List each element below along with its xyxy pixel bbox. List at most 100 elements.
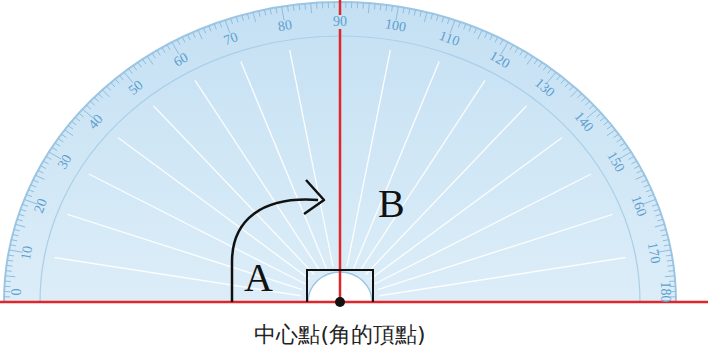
- tick-mark: [214, 24, 216, 30]
- tick-mark: [316, 3, 317, 9]
- tick-mark: [10, 245, 16, 246]
- degree-ray: [360, 80, 485, 271]
- tick-mark: [147, 56, 153, 64]
- tick-mark: [666, 255, 672, 257]
- tick-mark: [65, 130, 73, 136]
- tick-mark: [6, 270, 12, 272]
- tick-mark: [102, 90, 109, 97]
- tick-mark: [19, 214, 25, 216]
- tick-mark: [623, 147, 628, 150]
- tick-mark: [38, 170, 43, 173]
- tick-mark: [242, 15, 244, 21]
- tick-mark: [374, 4, 376, 10]
- tick-mark: [474, 28, 476, 33]
- tick-mark: [299, 4, 301, 10]
- tick-mark: [17, 219, 23, 221]
- tick-mark: [458, 22, 460, 28]
- tick-mark: [86, 105, 91, 109]
- tick-mark: [600, 117, 605, 121]
- tick-mark: [414, 10, 415, 16]
- tick-mark: [270, 9, 271, 15]
- tick-mark: [357, 2, 358, 8]
- tick-mark: [663, 240, 669, 241]
- tick-mark: [515, 48, 518, 53]
- rotation-arrow: [232, 200, 318, 302]
- tick-mark: [120, 76, 124, 81]
- tick-mark: [52, 147, 57, 150]
- tick-mark: [133, 66, 137, 71]
- tick-mark: [351, 2, 352, 8]
- vertical-ray: [339, 0, 342, 302]
- right-angle-mark: [307, 270, 340, 302]
- tick-mark: [75, 117, 80, 121]
- tick-mark: [98, 94, 102, 98]
- tick-mark: [5, 281, 11, 282]
- tick-mark: [22, 204, 28, 206]
- degree-ray: [290, 50, 333, 267]
- tick-mark: [264, 10, 265, 16]
- tick-mark: [424, 12, 427, 22]
- tick-mark: [182, 37, 185, 42]
- tick-mark: [363, 3, 364, 9]
- tick-mark: [655, 224, 665, 227]
- caption: 中心點(角的頂點): [254, 322, 425, 348]
- tick-mark: [220, 22, 222, 28]
- tick-mark: [236, 17, 238, 23]
- tick-mark: [634, 166, 639, 169]
- tick-mark: [11, 240, 17, 241]
- tick-mark: [585, 101, 589, 105]
- tick-mark: [577, 94, 581, 98]
- tick-mark: [667, 260, 673, 262]
- center-point: [335, 297, 345, 307]
- tick-mark: [571, 90, 578, 97]
- tick-mark: [198, 30, 202, 39]
- tick-mark: [657, 219, 663, 221]
- tick-mark: [403, 8, 404, 14]
- tick-mark: [569, 86, 573, 90]
- tick-mark: [13, 235, 19, 236]
- tick-mark: [79, 113, 84, 117]
- tick-mark: [72, 121, 77, 125]
- tick-mark: [539, 62, 543, 67]
- tick-mark: [596, 113, 601, 117]
- tick-mark: [35, 175, 44, 179]
- tick-mark: [464, 24, 466, 30]
- tick-mark: [641, 180, 646, 182]
- tick-mark: [7, 265, 13, 267]
- tick-mark: [162, 48, 165, 53]
- tick-mark: [620, 143, 625, 146]
- tick-mark: [431, 14, 433, 20]
- tick-mark: [607, 130, 615, 136]
- tick-mark: [20, 209, 26, 211]
- tick-mark: [26, 194, 32, 196]
- tick-mark: [631, 161, 636, 164]
- tick-mark: [4, 286, 10, 287]
- tick-mark: [203, 28, 205, 33]
- tick-mark: [14, 229, 20, 230]
- tick-mark: [31, 185, 37, 187]
- tick-mark: [644, 185, 650, 187]
- tick-mark: [287, 6, 289, 12]
- tick-mark: [138, 62, 142, 67]
- tick-mark: [565, 83, 569, 87]
- tick-mark: [646, 190, 652, 192]
- tick-mark: [617, 139, 622, 142]
- angle-label: B: [378, 184, 405, 224]
- tick-mark: [111, 83, 115, 87]
- tick-mark: [55, 143, 60, 146]
- tick-mark: [469, 26, 471, 32]
- tick-mark: [635, 175, 644, 179]
- tick-mark: [490, 35, 493, 40]
- tick-mark: [548, 69, 552, 74]
- tick-mark: [556, 76, 560, 81]
- tick-mark: [510, 45, 513, 50]
- base-ray: [0, 301, 708, 304]
- tick-mark: [4, 296, 10, 297]
- tick-mark: [107, 86, 111, 90]
- tick-mark: [58, 139, 63, 142]
- tick-mark: [629, 157, 634, 160]
- tick-mark: [534, 59, 538, 64]
- tick-mark: [637, 170, 642, 173]
- tick-mark: [662, 235, 668, 236]
